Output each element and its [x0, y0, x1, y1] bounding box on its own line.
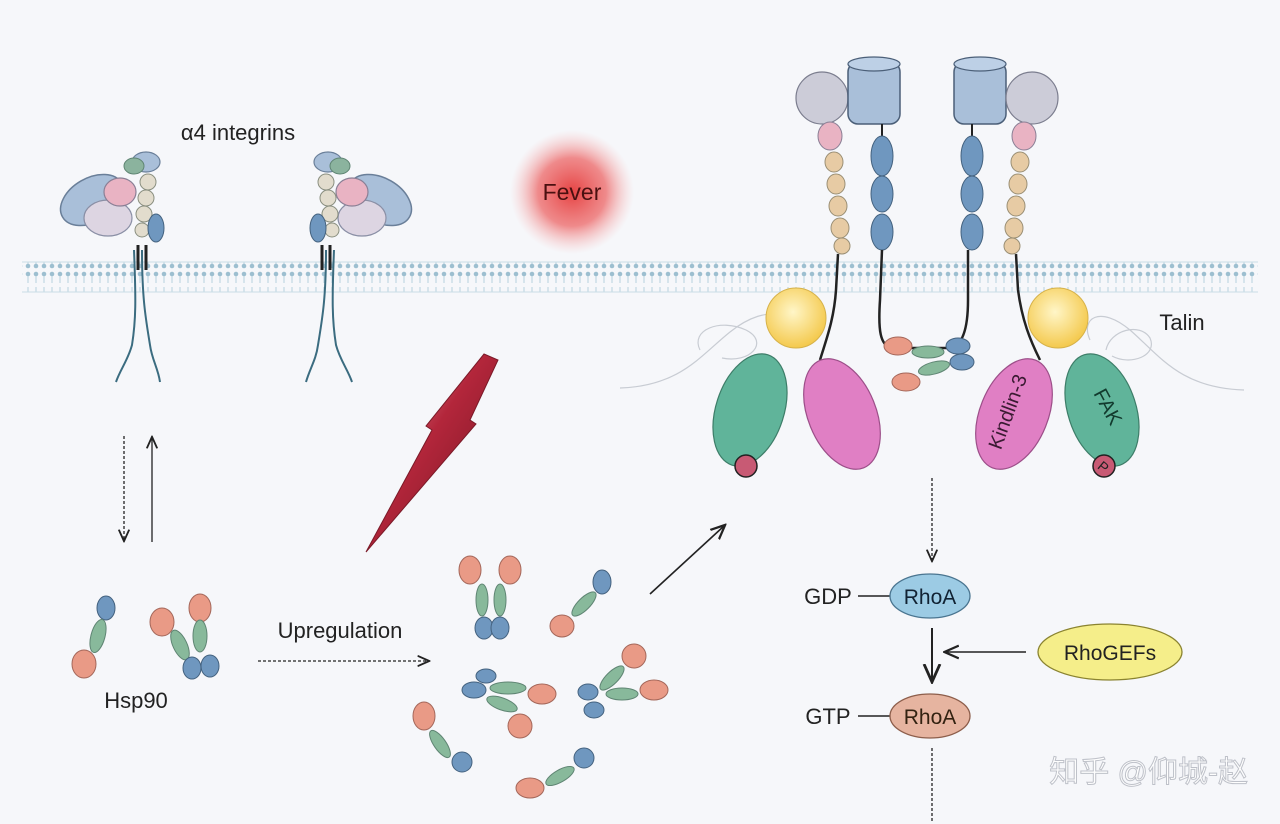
talin-label: Talin: [1159, 310, 1204, 335]
integrins-label: α4 integrins: [181, 120, 295, 145]
gdp-label: GDP: [804, 584, 852, 609]
lightning-bolt: [365, 353, 499, 553]
upregulation-label: Upregulation: [278, 618, 403, 643]
rhoa-gdp-label: RhoA: [904, 586, 957, 609]
hsp90-label: Hsp90: [104, 688, 168, 713]
inactive-integrin-right: [305, 151, 413, 383]
activation-arrow: [649, 526, 724, 595]
rhoa-gtp-label: RhoA: [904, 706, 957, 729]
gtp-label: GTP: [805, 704, 850, 729]
inactive-integrin-left: [59, 151, 165, 383]
active-integrin-complex: [619, 56, 1245, 478]
rhoa-pathway: [858, 478, 1183, 822]
fever-badge: Fever: [510, 130, 634, 254]
cell-membrane: [22, 261, 1258, 293]
equilibrium-arrows: [124, 436, 152, 542]
rhogefs-label: RhoGEFs: [1064, 642, 1156, 665]
hsp90-cluster: [412, 555, 669, 799]
watermark: 知乎 @仰城-赵: [1049, 756, 1248, 789]
hsp90-dimers: [71, 593, 220, 680]
fever-label: Fever: [543, 179, 602, 205]
